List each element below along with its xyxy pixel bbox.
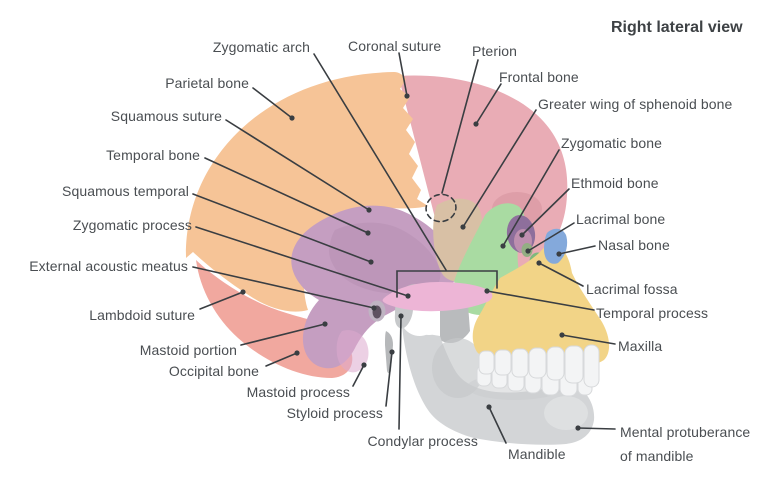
leader-greater-wing-of-sphenoid bbox=[462, 109, 537, 228]
bone-regions bbox=[185, 72, 610, 445]
leader-mastoid-portion bbox=[240, 323, 326, 346]
leader-mental-protuberance bbox=[577, 427, 616, 430]
label-coronal-suture: Coronal suture bbox=[348, 38, 442, 54]
leader-frontal-bone bbox=[475, 83, 502, 125]
leader-mandible bbox=[488, 406, 507, 444]
leader-temporal-bone bbox=[204, 157, 369, 234]
leader-zygomatic-arch bbox=[313, 53, 447, 271]
label-frontal-bone: Frontal bone bbox=[499, 69, 579, 85]
label-greater-wing-of-sphenoid-bone: Greater wing of sphenoid bone bbox=[538, 96, 733, 112]
label-styloid-process: Styloid process bbox=[286, 405, 383, 421]
leader-occipital-bone bbox=[265, 352, 298, 367]
label-condylar-process: Condylar process bbox=[367, 433, 478, 449]
leader-squamous-suture bbox=[225, 119, 370, 211]
label-parietal-bone: Parietal bone bbox=[165, 75, 249, 91]
leader-temporal-process bbox=[486, 290, 595, 311]
mastoid-process-region bbox=[336, 330, 369, 373]
label-squamous-temporal: Squamous temporal bbox=[62, 183, 189, 199]
leader-coronal-suture bbox=[398, 52, 408, 97]
view-title: Right lateral view bbox=[611, 19, 743, 36]
pterion-dashed-circle bbox=[425, 193, 457, 223]
zygomatic-arch-strip bbox=[382, 282, 493, 312]
label-lambdoid-suture: Lambdoid suture bbox=[89, 307, 195, 323]
leader-squamous-temporal bbox=[192, 193, 372, 263]
leader-pterion bbox=[441, 59, 479, 194]
temporal-squama-shade bbox=[328, 222, 441, 294]
mandibular-notch-gap bbox=[418, 319, 440, 335]
annotation-lines bbox=[192, 52, 616, 444]
label-lacrimal-fossa: Lacrimal fossa bbox=[586, 281, 678, 297]
label-occipital-bone: Occipital bone bbox=[168, 363, 259, 379]
label-zygomatic-bone: Zygomatic bone bbox=[561, 135, 663, 151]
leader-mastoid-process bbox=[352, 364, 365, 387]
leader-parietal-bone bbox=[252, 87, 293, 119]
label-mastoid-process: Mastoid process bbox=[246, 384, 350, 400]
label-mandible: Mandible bbox=[508, 446, 566, 462]
leader-nasal-bone bbox=[558, 245, 596, 255]
chin-highlight bbox=[544, 396, 588, 430]
label-maxilla: Maxilla bbox=[618, 338, 663, 354]
label-pterion: Pterion bbox=[472, 43, 518, 59]
leader-lacrimal-bone bbox=[527, 222, 575, 252]
label-zygomatic-process: Zygomatic process bbox=[72, 217, 192, 233]
label-mental-protuberance-of-mandible: Mental protuberance of mandible bbox=[620, 424, 751, 464]
upper-teeth bbox=[478, 344, 600, 388]
label-external-acoustic-meatus: External acoustic meatus bbox=[29, 258, 188, 274]
label-nasal-bone: Nasal bone bbox=[598, 237, 670, 253]
maxilla-region bbox=[472, 243, 610, 373]
label-ethmoid-bone: Ethmoid bone bbox=[571, 175, 659, 191]
leader-lacrimal-fossa bbox=[538, 262, 584, 287]
label-temporal-bone: Temporal bone bbox=[106, 147, 200, 163]
zygomatic-arch-bracket bbox=[396, 270, 498, 298]
label-temporal-process: Temporal process bbox=[596, 305, 709, 321]
leader-external-acoustic-meatus bbox=[192, 266, 375, 309]
label-squamous-suture: Squamous suture bbox=[110, 108, 222, 124]
leader-maxilla bbox=[561, 334, 616, 345]
label-mastoid-portion: Mastoid portion bbox=[139, 342, 237, 358]
annotation-dots bbox=[240, 93, 581, 431]
parietal-bone-region bbox=[185, 72, 428, 312]
leader-condylar-process bbox=[398, 315, 402, 430]
leader-ethmoid-bone bbox=[521, 188, 570, 236]
leader-zygomatic-process bbox=[195, 226, 409, 297]
label-zygomatic-arch: Zygomatic arch bbox=[212, 39, 310, 55]
label-lacrimal-bone: Lacrimal bone bbox=[576, 211, 666, 227]
leader-lambdoid-suture bbox=[199, 291, 244, 310]
leader-styloid-process bbox=[385, 351, 393, 407]
leader-zygomatic-bone bbox=[502, 149, 560, 247]
